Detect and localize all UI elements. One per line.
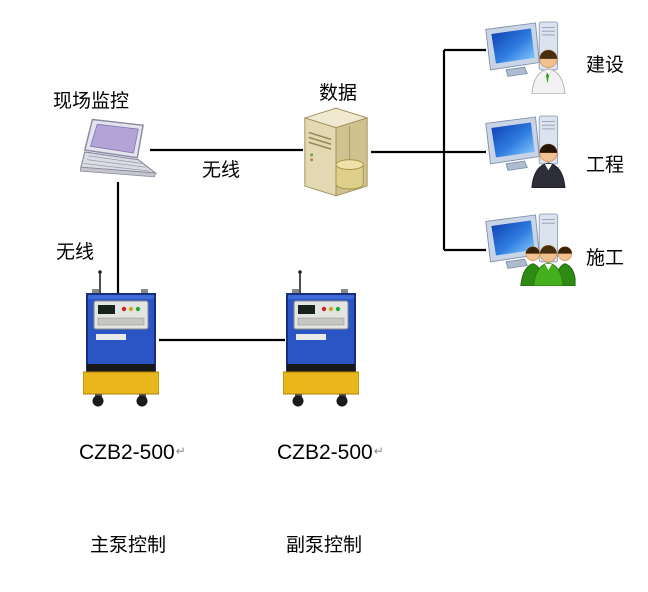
return-mark: ↵ [175, 444, 186, 458]
pump-model-text: CZB2-500 [277, 441, 373, 464]
laptop-icon [80, 118, 158, 178]
pump-model-label-2: CZB2-500↵ [277, 441, 384, 464]
wireless-link-label-left: 无线 [56, 242, 95, 263]
pump-controller-icon [283, 270, 359, 407]
pump-model-label-1: CZB2-500↵ [79, 441, 186, 464]
client-label-construction-crew: 施工 [586, 248, 625, 269]
pump-model-text: CZB2-500 [79, 441, 175, 464]
aux-pump-control-label: 副泵控制 [286, 535, 363, 556]
monitor-station-label: 现场监控 [53, 91, 130, 112]
client-label-construction-owner: 建设 [586, 55, 625, 76]
main-pump-control-label: 主泵控制 [90, 535, 167, 556]
database-server-icon [303, 107, 369, 197]
client-label-engineering: 工程 [586, 155, 625, 176]
workstation-suit-person-icon [485, 115, 566, 188]
return-mark: ↵ [373, 444, 384, 458]
data-server-label: 数据 [319, 83, 358, 104]
wireless-link-label-top: 无线 [202, 160, 241, 181]
workstation-group-icon [485, 213, 576, 286]
pump-controller-icon [83, 270, 159, 407]
workstation-person-icon [485, 21, 566, 94]
